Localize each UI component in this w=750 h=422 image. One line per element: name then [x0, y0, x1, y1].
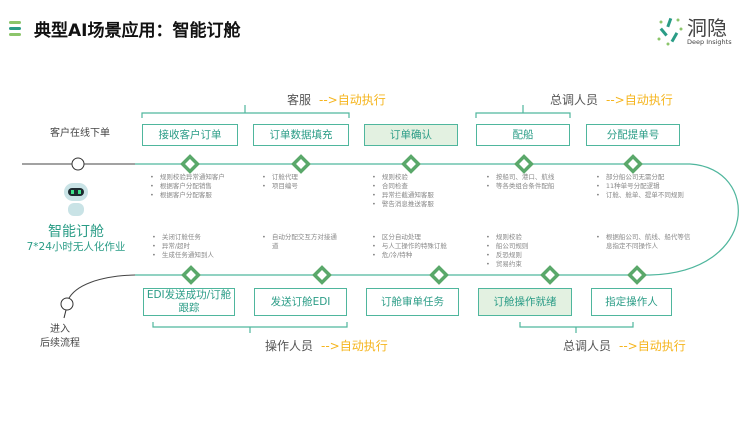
- step-notes: 规则校验合同检查异常拦截通知客服警告消息推送客服: [372, 173, 472, 209]
- milestone-diamond-icon: [623, 154, 643, 174]
- role-label: 客服: [287, 93, 312, 107]
- logo-text: 洞隐: [687, 16, 727, 40]
- note-item: 异常拦截通知客服: [372, 191, 472, 200]
- note-item: 与人工操作的特殊订舱: [372, 242, 472, 251]
- step-notes: 按船司、港口、航线等各类组合条件配船: [486, 173, 586, 191]
- note-item: 按船司、港口、航线: [486, 173, 586, 182]
- step-box-top[interactable]: 接收客户订单: [142, 124, 238, 146]
- note-item: 合同检查: [372, 182, 472, 191]
- step-box-top[interactable]: 订单确认: [364, 124, 458, 146]
- robot-icon: [62, 183, 90, 217]
- note-item: 关闭订舱任务: [152, 233, 252, 242]
- milestone-diamond-icon: [401, 154, 421, 174]
- milestone-diamond-icon: [180, 154, 200, 174]
- step-box-bottom[interactable]: 发送订舱EDI: [254, 288, 347, 316]
- step-notes: 关闭订舱任务异常/超时生成任务通知到人: [152, 233, 252, 260]
- step-box-top[interactable]: 配船: [476, 124, 570, 146]
- milestone-diamond-icon: [540, 265, 560, 285]
- role-label: 总调人员: [563, 339, 612, 353]
- logo-icon: [657, 17, 683, 46]
- note-item: 贸易约束: [486, 260, 586, 269]
- auto-execute-label: -->自动执行: [619, 339, 686, 353]
- milestone-diamond-icon: [181, 265, 201, 285]
- step-notes: 区分自动处理与人工操作的特殊订舱危/冷/特种: [372, 233, 472, 260]
- note-item: 规则校验: [486, 233, 586, 242]
- group-label: 总调人员 -->自动执行: [550, 91, 673, 108]
- product-name: 智能订舱: [48, 224, 104, 240]
- note-item: 订舱代理: [262, 173, 362, 182]
- note-item: 生成任务通知到人: [152, 251, 252, 260]
- step-box-top[interactable]: 订单数据填充: [253, 124, 349, 146]
- note-item: 项目编号: [262, 182, 362, 191]
- note-item: 危/冷/特种: [372, 251, 472, 260]
- note-item: 警告消息推送客服: [372, 200, 472, 209]
- logo-subtext: Deep Insights: [687, 38, 732, 46]
- note-item: 规则校验: [372, 173, 472, 182]
- start-label: 客户在线下单: [50, 128, 110, 139]
- step-notes: 部分船公司无需分配11种单号分配逻辑订舱、舱单、提单不同规则: [596, 173, 696, 200]
- note-item: 区分自动处理: [372, 233, 472, 242]
- product-subtitle: 7*24小时无人化作业: [26, 241, 126, 253]
- milestone-diamond-icon: [312, 265, 332, 285]
- group-label: 总调人员 -->自动执行: [563, 337, 686, 354]
- note-item: 订舱、舱单、提单不同规则: [596, 191, 696, 200]
- note-item: 船公司规则: [486, 242, 586, 251]
- step-box-bottom[interactable]: 订舱操作就绪: [478, 288, 572, 316]
- auto-execute-label: -->自动执行: [319, 93, 386, 107]
- step-box-bottom[interactable]: 指定操作人: [591, 288, 672, 316]
- note-item: 反恐规则: [486, 251, 586, 260]
- group-label: 操作人员 -->自动执行: [265, 337, 388, 354]
- end-label: 进入后续流程: [40, 324, 80, 349]
- step-box-bottom[interactable]: EDI发送成功/订舱跟踪: [143, 288, 235, 316]
- step-notes: 根据船公司、航线、船代等信息指定不同操作人: [596, 233, 696, 251]
- note-item: 部分船公司无需分配: [596, 173, 696, 182]
- role-label: 总调人员: [550, 93, 599, 107]
- step-notes: 规则校验异常通知客户根据客户分配销售根据客户分配客服: [150, 173, 250, 200]
- step-box-bottom[interactable]: 订舱审单任务: [366, 288, 459, 316]
- auto-execute-label: -->自动执行: [606, 93, 673, 107]
- page-title: 典型AI场景应用：智能订舱: [34, 21, 241, 41]
- note-item: 自动分配交互方对接通道: [262, 233, 342, 251]
- step-box-top[interactable]: 分配提单号: [586, 124, 680, 146]
- step-notes: 规则校验船公司规则反恐规则贸易约束: [486, 233, 586, 269]
- step-notes: 订舱代理项目编号: [262, 173, 362, 191]
- note-item: 异常/超时: [152, 242, 252, 251]
- milestone-diamond-icon: [514, 154, 534, 174]
- end-node: [60, 297, 74, 311]
- note-item: 根据客户分配客服: [150, 191, 250, 200]
- milestone-diamond-icon: [627, 265, 647, 285]
- note-item: 等各类组合条件配船: [486, 182, 586, 191]
- step-notes: 自动分配交互方对接通道: [262, 233, 342, 251]
- note-item: 11种单号分配逻辑: [596, 182, 696, 191]
- milestone-diamond-icon: [291, 154, 311, 174]
- milestone-diamond-icon: [429, 265, 449, 285]
- start-node: [71, 157, 85, 171]
- logo: 洞隐 Deep Insights: [656, 14, 736, 50]
- note-item: 规则校验异常通知客户: [150, 173, 250, 182]
- role-label: 操作人员: [265, 339, 314, 353]
- note-item: 根据船公司、航线、船代等信息指定不同操作人: [596, 233, 696, 251]
- note-item: 根据客户分配销售: [150, 182, 250, 191]
- group-label: 客服 -->自动执行: [287, 91, 386, 108]
- auto-execute-label: -->自动执行: [321, 339, 388, 353]
